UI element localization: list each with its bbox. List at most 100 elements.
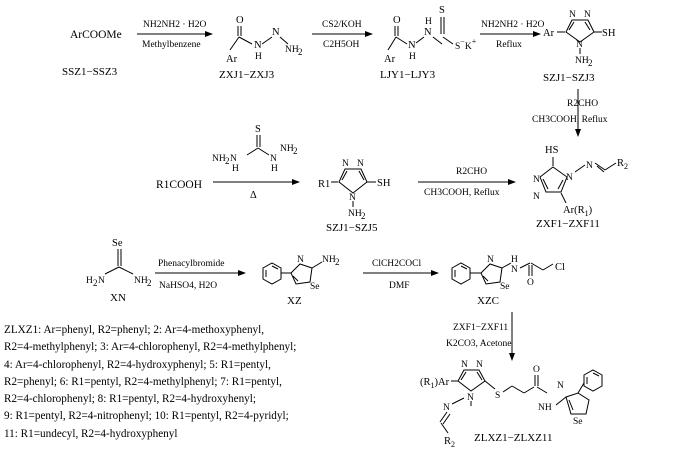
- condition-k2co3-acetone: K2CO3, Acetone: [446, 339, 511, 349]
- svg-text:N: N: [254, 40, 262, 51]
- label-ljy: LJY1−LJY3: [380, 69, 436, 81]
- svg-text:N: N: [349, 193, 356, 203]
- svg-text:R2: R2: [444, 436, 455, 449]
- svg-text:N: N: [476, 360, 483, 370]
- svg-text:N: N: [511, 265, 518, 275]
- svg-text:N: N: [586, 161, 593, 171]
- label-szj-1-5: SZJ1−SZJ5: [326, 222, 378, 234]
- svg-text:HS: HS: [545, 145, 559, 156]
- svg-text:N: N: [461, 360, 468, 370]
- svg-text:H: H: [511, 255, 518, 265]
- svg-text:2: 2: [93, 278, 98, 288]
- svg-text:N: N: [357, 159, 364, 169]
- substituent-legend: ZLXZ1: Ar=phenyl, R2=phenyl; 2: Ar=4-met…: [4, 322, 404, 443]
- legend-line: R2=4-methylphenyl; 3: Ar=4-chlorophenyl,…: [4, 341, 297, 354]
- svg-text:Se: Se: [112, 238, 123, 249]
- svg-text:H: H: [409, 52, 416, 62]
- legend-line: 11: R1=undecyl, R2=4-hydroxyphenyl: [4, 427, 178, 440]
- svg-text:Ar: Ar: [226, 54, 238, 65]
- condition-heat: Δ: [250, 190, 257, 201]
- svg-text:2: 2: [588, 58, 593, 68]
- svg-text:N: N: [342, 159, 349, 169]
- svg-text:N: N: [408, 40, 416, 51]
- legend-line: 9: R1=pentyl, R2=4-nitrophenyl; 10: R1=p…: [4, 410, 289, 423]
- svg-text:SH: SH: [602, 28, 616, 39]
- svg-text:NH: NH: [212, 154, 226, 164]
- svg-text:SH: SH: [377, 178, 391, 189]
- start-ester: ArCOOMe: [70, 29, 122, 41]
- svg-text:NH: NH: [322, 255, 336, 265]
- svg-text:NH: NH: [575, 56, 589, 66]
- svg-text:Cl: Cl: [555, 262, 565, 273]
- legend-line: ZLXZ1: Ar=phenyl, R2=phenyl; 2: Ar=4-met…: [4, 324, 265, 336]
- svg-text:N: N: [467, 393, 474, 403]
- svg-text:N: N: [424, 27, 432, 38]
- legend-line: R2=4-chlorophenyl; 8: R1=pentyl, R2=4-hy…: [4, 393, 256, 406]
- svg-text:N: N: [230, 154, 237, 164]
- svg-text:NH: NH: [538, 403, 552, 413]
- legend-line: 4: Ar=4-chlorophenyl, R2=4-hydroxyphenyl…: [4, 358, 271, 371]
- label-ssz: SSZ1−SSZ3: [62, 66, 118, 78]
- reagent-cs2-koh: CS2/KOH: [322, 20, 362, 30]
- svg-text:N: N: [566, 173, 573, 183]
- condition-reflux-1: Reflux: [496, 39, 522, 50]
- solvent-dmf: DMF: [389, 281, 410, 291]
- svg-text:2: 2: [335, 257, 340, 267]
- structure-chloroacetamide: N Se H N O Cl: [451, 255, 565, 292]
- svg-text:H: H: [425, 17, 432, 27]
- svg-text:2: 2: [225, 156, 230, 166]
- condition-nahso4: NaHSO4, H2O: [159, 281, 217, 291]
- structure-dithiocarbazate: O Ar N H N H S S−K+: [384, 5, 477, 65]
- svg-text:NH: NH: [285, 45, 299, 55]
- condition-acetic-reflux-1: CH3COOH, Reflux: [532, 114, 608, 125]
- svg-text:N: N: [557, 381, 564, 391]
- svg-text:2: 2: [361, 211, 366, 221]
- svg-text:2: 2: [293, 146, 298, 156]
- solvent-methylbenzene: Methylbenzene: [142, 40, 201, 50]
- svg-text:H: H: [86, 276, 93, 286]
- reagent-chloroacetyl-chloride: ClCH2COCl: [372, 259, 421, 269]
- svg-text:N: N: [98, 276, 105, 286]
- svg-text:N: N: [533, 175, 540, 185]
- reagent-aldehyde-1: R2CHO: [567, 99, 598, 109]
- svg-text:N: N: [569, 10, 576, 20]
- structure-final-product: (R1)Ar N N N N R2 S O NH N Se: [420, 360, 603, 449]
- legend-line: R2=phenyl; 6: R1=pentyl, R2=4-methylphen…: [4, 375, 282, 388]
- svg-text:2: 2: [298, 47, 303, 57]
- svg-text:R1: R1: [318, 179, 330, 190]
- label-szj-1-3: SZJ1−SZJ3: [543, 72, 595, 84]
- svg-text:N: N: [533, 192, 540, 202]
- svg-text:Ar: Ar: [384, 54, 396, 65]
- svg-text:(R1)Ar: (R1)Ar: [420, 377, 450, 390]
- svg-text:O: O: [393, 15, 401, 26]
- svg-text:Ar(R1): Ar(R1): [563, 205, 593, 218]
- svg-text:O: O: [533, 365, 540, 375]
- label-zlxz: ZLXZ1−ZLXZ11: [474, 432, 553, 444]
- label-xn: XN: [110, 292, 126, 304]
- svg-text:S: S: [255, 124, 261, 135]
- svg-text:Se: Se: [573, 417, 583, 427]
- svg-text:O: O: [527, 278, 534, 288]
- svg-text:NH: NH: [134, 276, 148, 286]
- svg-text:N: N: [584, 10, 591, 20]
- svg-text:Se: Se: [500, 282, 510, 292]
- svg-text:N: N: [270, 154, 277, 164]
- label-zxj: ZXJ1−ZXJ3: [219, 69, 275, 81]
- svg-text:NH: NH: [280, 144, 294, 154]
- reagent-hydrazine-2: NH2NH2 · H2O: [481, 20, 544, 30]
- reagent-hydrazine-1: NH2NH2 · H2O: [143, 20, 206, 30]
- svg-text:Se: Se: [310, 282, 320, 292]
- svg-text:R2: R2: [617, 158, 628, 171]
- svg-text:S−K+: S−K+: [455, 37, 477, 52]
- svg-text:Ar: Ar: [543, 28, 555, 39]
- svg-text:2: 2: [147, 278, 152, 288]
- svg-text:S: S: [495, 391, 500, 401]
- svg-text:H: H: [271, 164, 278, 174]
- svg-text:N: N: [443, 403, 450, 413]
- svg-text:H: H: [232, 164, 239, 174]
- svg-text:N: N: [487, 255, 494, 265]
